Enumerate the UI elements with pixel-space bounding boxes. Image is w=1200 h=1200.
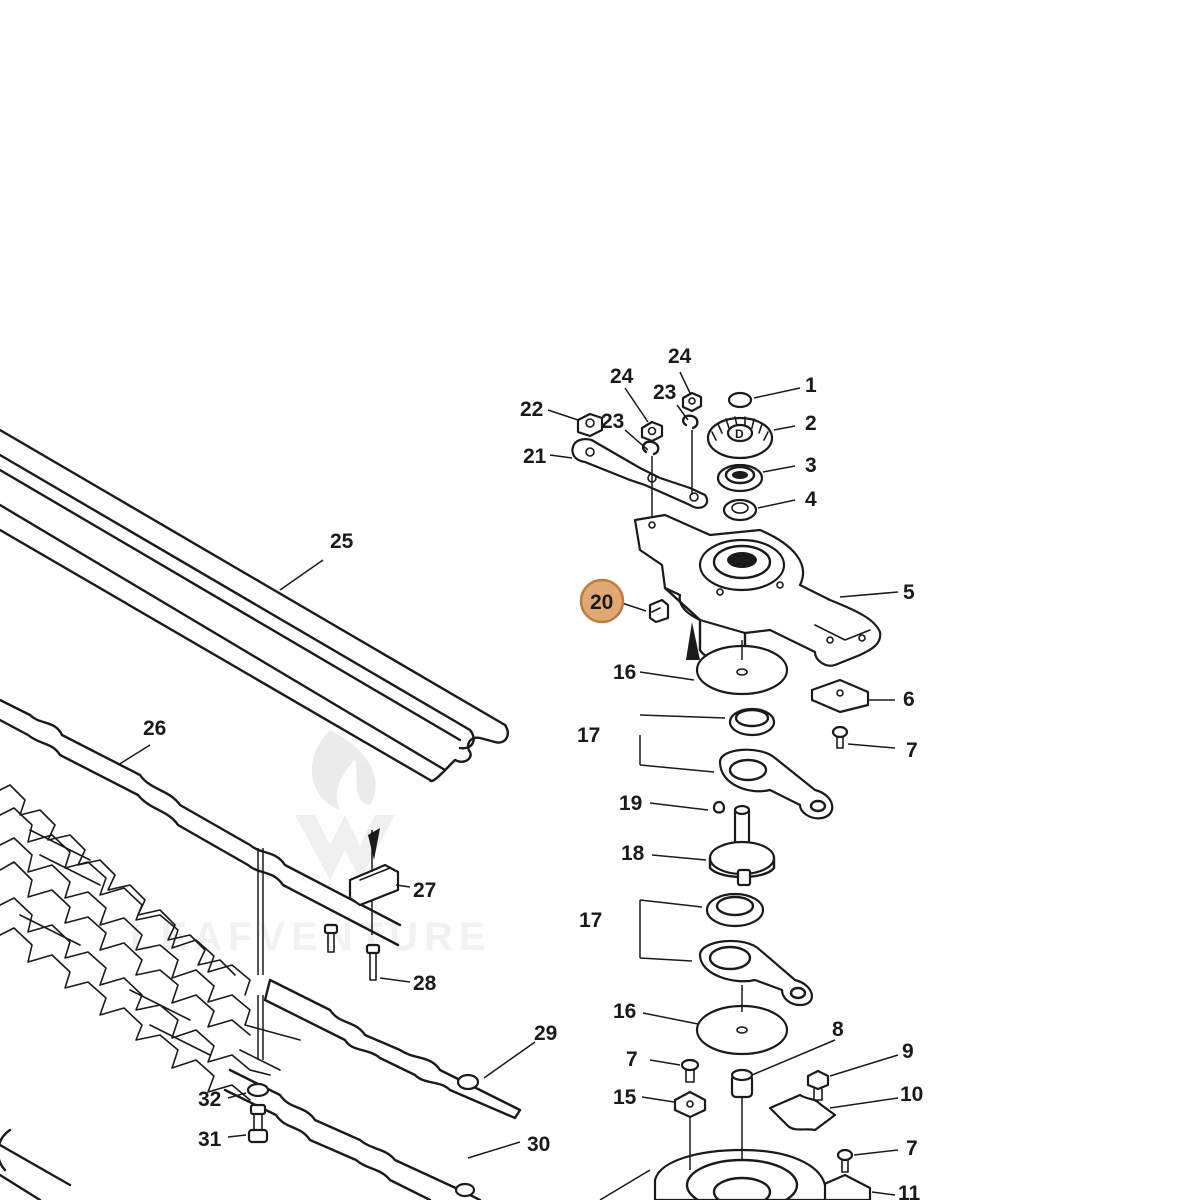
callout-32: 32 bbox=[198, 1088, 221, 1111]
blade-strip-part-30 bbox=[223, 1068, 482, 1200]
blade-teeth-upper bbox=[0, 784, 301, 1101]
callout-labels: 1 2 3 4 5 6 7 7 7 8 9 10 11 15 16 16 17 … bbox=[143, 345, 923, 1200]
callout-3: 3 bbox=[805, 454, 817, 477]
tube-end bbox=[0, 1128, 72, 1200]
callout-7: 7 bbox=[906, 1137, 918, 1160]
screw-part-7b bbox=[680, 1058, 700, 1083]
callout-16: 16 bbox=[613, 661, 636, 684]
callout-11: 11 bbox=[898, 1182, 921, 1200]
callout-5: 5 bbox=[903, 581, 915, 604]
washer-part-23b bbox=[681, 414, 699, 430]
callout-17: 17 bbox=[579, 909, 602, 932]
callout-21: 21 bbox=[523, 445, 547, 468]
screw-part-7a bbox=[831, 725, 849, 749]
callout-30: 30 bbox=[527, 1133, 550, 1156]
pin-part-19 bbox=[712, 800, 726, 814]
screw-part-31 bbox=[247, 1103, 269, 1144]
bolt-part-9 bbox=[806, 1069, 830, 1101]
callout-4: 4 bbox=[805, 488, 817, 511]
callout-7: 7 bbox=[626, 1048, 638, 1071]
plate-part-15 bbox=[673, 1090, 707, 1119]
ring-part-17a bbox=[728, 707, 776, 737]
callout-16: 16 bbox=[613, 1000, 636, 1023]
plate-part-11 bbox=[820, 1173, 872, 1200]
callout-2: 2 bbox=[805, 412, 817, 435]
watermark-text: LEAFVENTURE bbox=[130, 915, 492, 959]
washer-part-32 bbox=[246, 1082, 270, 1098]
callout-15: 15 bbox=[613, 1086, 637, 1109]
crank-part-18 bbox=[708, 804, 776, 887]
leader-lines bbox=[117, 371, 899, 1196]
callout-10: 10 bbox=[900, 1083, 923, 1106]
bracket-part-6 bbox=[810, 678, 870, 714]
key-part-20 bbox=[648, 598, 670, 624]
nut-part-22 bbox=[576, 412, 604, 438]
callout-24: 24 bbox=[610, 365, 634, 388]
screw-part-7c bbox=[836, 1148, 854, 1173]
ring-part-17b bbox=[705, 892, 765, 928]
circlip-part-1 bbox=[727, 391, 753, 409]
callout-6: 6 bbox=[903, 688, 915, 711]
callout-25: 25 bbox=[330, 530, 354, 553]
callout-31: 31 bbox=[198, 1128, 222, 1151]
washer-part-23a bbox=[641, 440, 660, 456]
callout-26: 26 bbox=[143, 717, 166, 740]
conrod-part-17a bbox=[718, 748, 834, 820]
callout-8: 8 bbox=[832, 1018, 844, 1041]
callout-24: 24 bbox=[668, 345, 692, 368]
callout-22: 22 bbox=[520, 398, 543, 421]
bevel-gear-part-2: D bbox=[706, 416, 774, 460]
blade-strip-part-29 bbox=[263, 978, 522, 1120]
tube-part-25 bbox=[0, 428, 509, 783]
callout-20[interactable]: 20 bbox=[590, 591, 613, 614]
lower-housing bbox=[599, 1097, 827, 1200]
disc-part-16b bbox=[695, 1004, 789, 1056]
callout-9: 9 bbox=[902, 1040, 914, 1063]
callout-7: 7 bbox=[906, 739, 918, 762]
bearing-part-3 bbox=[716, 463, 764, 493]
callout-17: 17 bbox=[577, 724, 600, 747]
svg-text:D: D bbox=[735, 427, 744, 441]
callout-19: 19 bbox=[619, 792, 642, 815]
spacer-part-4 bbox=[722, 498, 758, 522]
nut-part-24b bbox=[681, 391, 703, 413]
gasket-part-10 bbox=[768, 1093, 837, 1132]
callout-27: 27 bbox=[413, 879, 436, 902]
callout-23: 23 bbox=[653, 381, 676, 404]
sleeve-part-8 bbox=[730, 1068, 754, 1099]
callout-28: 28 bbox=[413, 972, 437, 995]
callout-18: 18 bbox=[621, 842, 645, 865]
clip-part-27 bbox=[348, 828, 400, 907]
blade-strip-part-26 bbox=[0, 698, 402, 947]
watermark: LEAFVENTURE bbox=[130, 730, 492, 959]
plate-part-21 bbox=[571, 438, 709, 509]
callout-23: 23 bbox=[601, 410, 624, 433]
gear-housing-part-5 bbox=[633, 513, 882, 667]
callout-1: 1 bbox=[805, 374, 817, 397]
conrod-part-17b bbox=[698, 939, 813, 1007]
screw-part-28 bbox=[323, 923, 381, 981]
callout-29: 29 bbox=[534, 1022, 557, 1045]
nut-part-24a bbox=[640, 420, 664, 443]
highlight-marker[interactable] bbox=[579, 578, 625, 624]
